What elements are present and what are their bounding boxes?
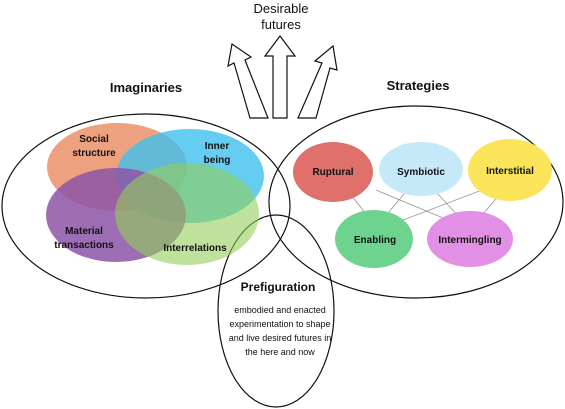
prefiguration-description-line-4: the here and now bbox=[245, 347, 315, 357]
interstitial-label: Interstitial bbox=[486, 166, 534, 177]
interrelations-label: Interrelations bbox=[163, 243, 227, 254]
material-transactions-label-1: Material bbox=[65, 226, 103, 237]
arrow-right bbox=[297, 44, 338, 119]
arrows-to-desirable-futures bbox=[227, 35, 338, 119]
inner-being-label-1: Inner bbox=[205, 141, 230, 152]
prefiguration-title: Prefiguration bbox=[241, 280, 316, 294]
ruptural-node bbox=[293, 142, 373, 202]
prefiguration-description-line-2: experimentation to shape bbox=[229, 319, 330, 329]
desirable-futures-label: Desirable futures bbox=[254, 1, 309, 32]
social-structure-label-2: structure bbox=[72, 148, 116, 159]
imaginaries-title: Imaginaries bbox=[110, 80, 182, 95]
imaginaries-venn bbox=[46, 123, 264, 265]
interstitial-node bbox=[468, 139, 552, 201]
prefiguration-ellipse bbox=[217, 214, 335, 408]
arrow-center bbox=[263, 35, 297, 119]
intermingling-label: Intermingling bbox=[438, 235, 501, 246]
desirable-futures-line-1: Desirable bbox=[254, 1, 309, 16]
intermingling-node bbox=[427, 211, 513, 267]
prefiguration-description-line-1: embodied and enacted bbox=[234, 305, 326, 315]
material-transactions-label-2: transactions bbox=[54, 240, 114, 251]
strategies-ellipse bbox=[268, 105, 564, 299]
symbiotic-label: Symbiotic bbox=[397, 167, 445, 178]
arrow-left bbox=[227, 42, 269, 119]
ruptural-label: Ruptural bbox=[312, 167, 353, 178]
desirable-futures-line-2: futures bbox=[261, 17, 301, 32]
inner-being-label-2: being bbox=[204, 155, 231, 166]
strategies-title: Strategies bbox=[387, 78, 450, 93]
enabling-node bbox=[335, 210, 413, 268]
prefiguration-description-line-3: and live desired futures in bbox=[229, 333, 332, 343]
interrelations-ellipse bbox=[115, 163, 259, 265]
symbiotic-node bbox=[379, 142, 463, 196]
strategies-nodes bbox=[293, 139, 552, 268]
social-structure-label-1: Social bbox=[79, 134, 109, 145]
imaginaries-ellipse bbox=[1, 113, 291, 299]
enabling-label: Enabling bbox=[354, 235, 396, 246]
connector-ruptural-intermingling bbox=[375, 189, 449, 221]
connector-interstitial-enabling bbox=[397, 189, 483, 223]
